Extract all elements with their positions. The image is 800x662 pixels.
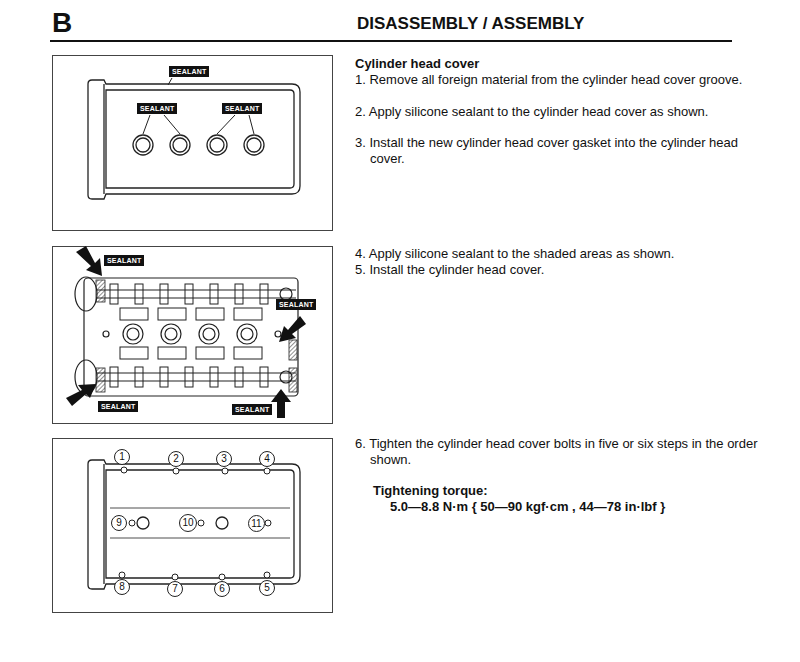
tag-text: SEALANT <box>140 105 174 112</box>
callout-number: 3 <box>216 451 232 467</box>
sealant-tag: SEALANT <box>104 255 144 266</box>
callout-number: 4 <box>259 451 275 467</box>
sealant-tag: SEALANT <box>222 103 262 114</box>
section-letter: B <box>52 6 92 40</box>
head-cover <box>88 460 300 589</box>
sealant-tag: SEALANT <box>232 404 272 415</box>
tag-text: SEALANT <box>225 105 259 112</box>
torque-spec: 5.0—8.8 N·m { 50—90 kgf·cm , 44—78 in·lb… <box>390 499 770 515</box>
sealant-tag: SEALANT <box>98 401 138 412</box>
tag-text: SEALANT <box>101 403 135 410</box>
tag-text: SEALANT <box>279 301 313 308</box>
cylinder-head <box>75 277 298 396</box>
callout-number: 1 <box>114 449 130 465</box>
procedure-step: 6. Tighten the cylinder head cover bolts… <box>355 436 765 468</box>
callout-text: 5 <box>264 583 270 593</box>
header-rule <box>50 40 732 42</box>
section-heading: Cylinder head cover <box>355 56 745 72</box>
head-cover <box>88 80 300 199</box>
callout-number: 11 <box>248 515 265 532</box>
procedure-step: 5. Install the cylinder head cover. <box>355 262 765 278</box>
sealant-tag: SEALANT <box>276 299 316 310</box>
sealant-area <box>96 280 297 392</box>
bolt-hole <box>119 467 271 580</box>
procedure-step: 2. Apply silicone sealant to the cylinde… <box>355 104 765 120</box>
figure-frame <box>53 247 333 424</box>
tag-text: SEALANT <box>172 68 206 75</box>
tag-text: SEALANT <box>235 406 269 413</box>
page-title: DISASSEMBLY / ASSEMBLY <box>357 14 584 35</box>
tag-text: SEALANT <box>107 257 141 264</box>
callout-text: 1 <box>119 452 125 462</box>
sealant-tag: SEALANT <box>137 103 177 114</box>
callout-number: 7 <box>167 581 183 597</box>
callout-number: 8 <box>114 579 130 595</box>
spec-heading: Tightening torque: <box>373 483 753 499</box>
sealant-tag: SEALANT <box>169 66 209 77</box>
callout-text: 7 <box>172 584 178 594</box>
callout-text: 6 <box>219 584 225 594</box>
callout-number: 2 <box>168 451 184 467</box>
figure-frame <box>53 439 333 613</box>
callout-text: 3 <box>221 454 227 464</box>
pointer-arrow <box>66 246 306 418</box>
callout-number: 5 <box>259 580 275 596</box>
callout-number: 9 <box>111 515 127 531</box>
procedure-step: 1. Remove all foreign material from the … <box>355 72 765 88</box>
procedure-step: 3. Install the new cylinder head cover g… <box>355 135 765 167</box>
callout-text: 8 <box>119 582 125 592</box>
callout-text: 2 <box>173 454 179 464</box>
callout-number: 10 <box>179 514 197 532</box>
figure-frame <box>53 56 333 231</box>
callout-text: 4 <box>264 454 270 464</box>
callout-text: 9 <box>116 518 122 528</box>
callout-text: 11 <box>251 519 261 529</box>
callout-number: 6 <box>214 581 230 597</box>
callout-text: 10 <box>182 518 193 528</box>
procedure-step: 4. Apply silicone sealant to the shaded … <box>355 246 765 262</box>
